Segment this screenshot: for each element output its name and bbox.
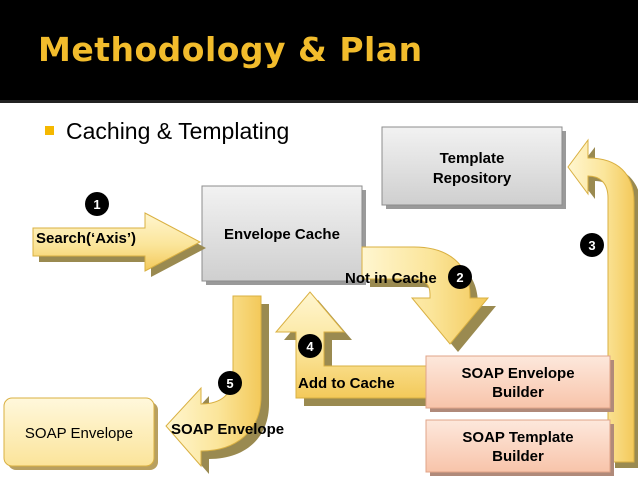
search-label: Search(‘Axis’) (36, 230, 137, 247)
soap-envelope-box (3, 397, 158, 470)
not-in-cache-arrow (361, 246, 496, 352)
soap-template-builder-box (425, 419, 614, 476)
template-return-arrow (567, 138, 638, 468)
title-divider (0, 100, 638, 103)
step-badge-3: 3 (580, 233, 604, 257)
bullet-marker (45, 126, 54, 135)
soap-envelope-box-label: SOAP Envelope (24, 425, 134, 442)
add-to-cache-label: Add to Cache (298, 375, 395, 392)
envelope-cache-label: Envelope Cache (224, 226, 340, 243)
not-in-cache-label: Not in Cache (345, 270, 437, 287)
soap-envelope-builder-label: SOAP Envelope Builder (461, 365, 575, 401)
envelope-cache-box (201, 185, 366, 285)
bullet-text: Caching & Templating (66, 118, 290, 144)
search-arrow (32, 212, 206, 277)
template-repository-box (381, 126, 566, 209)
template-repository-label: Template Repository (432, 150, 512, 187)
step-badge-5: 5 (218, 371, 242, 395)
slide-title: Methodology & Plan (38, 30, 423, 69)
step-badge-4: 4 (298, 334, 322, 358)
title-bar: Methodology & Plan (0, 0, 638, 100)
step-badge-1: 1 (85, 192, 109, 216)
soap-envelope-builder-box (425, 355, 614, 412)
soap-template-builder-label: SOAP Template Builder (462, 429, 574, 465)
step-badge-2: 2 (448, 265, 472, 289)
soap-envelope-arrow-label: SOAP Envelope (171, 421, 285, 438)
